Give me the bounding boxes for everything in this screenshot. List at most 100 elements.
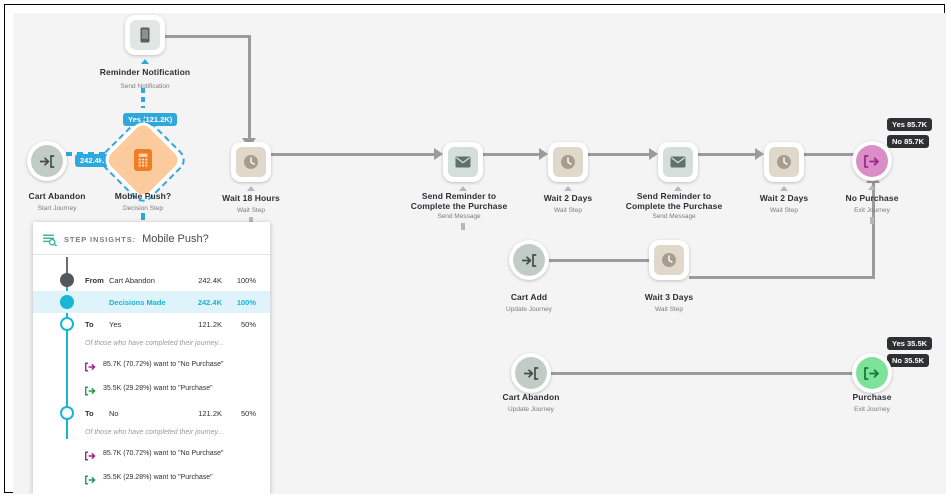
label-wait-18-hours: Wait 18 Hours <box>222 193 280 203</box>
insights-row-to-no[interactable]: To No 121.2K 50% <box>33 402 270 424</box>
badge-decision-yes: Yes (121.2K) <box>123 113 178 126</box>
wait-2-days-2-node-box[interactable] <box>764 142 804 182</box>
marker-decision-bottom <box>141 213 145 220</box>
wait-3-days-node-box[interactable] <box>649 240 689 280</box>
step-insights-header: STEP INSIGHTS: Mobile Push? <box>33 222 270 255</box>
journey-canvas[interactable]: Reminder Notification Send Notification … <box>13 13 946 494</box>
no-purchase-exit-node-box[interactable] <box>852 141 892 181</box>
insights-row-to-yes-key: To <box>85 319 94 329</box>
sublabel-cart-add-update: Update Journey <box>506 306 552 313</box>
label-send-reminder-1: Send Reminder to Complete the Purchase <box>410 191 508 211</box>
insights-row-to-no-value: No <box>109 408 119 418</box>
timeline-dot-to-no <box>60 406 74 420</box>
node-purchase-exit[interactable] <box>852 353 892 393</box>
wait-18-hours-node-box[interactable] <box>231 142 271 182</box>
clock-icon <box>236 147 266 177</box>
send-reminder-2-node-box[interactable] <box>658 142 698 182</box>
sublabel-no-purchase-exit: Exit Journey <box>854 207 890 214</box>
edge-decision-yes-down <box>141 88 145 108</box>
send-reminder-1-node-box[interactable] <box>443 142 483 182</box>
label-cart-abandon-start: Cart Abandon <box>28 191 86 201</box>
step-insights-step-name: Mobile Push? <box>142 233 209 245</box>
edge-wait3-right <box>689 276 875 279</box>
insights-row-decisions-value: Decisions Made <box>109 297 166 307</box>
node-cart-abandon-update[interactable] <box>511 353 551 393</box>
marker-reminder-notification <box>141 59 149 64</box>
exit-journey-icon-green <box>84 383 96 396</box>
insights-branch-no-purchase: 35.5K (29.28%) want to "Purchase" <box>33 465 270 489</box>
timeline-dot-to-yes <box>60 317 74 331</box>
exit-journey-glyph-green <box>84 385 96 396</box>
clock-glyph <box>561 155 575 169</box>
cart-abandon-update-node-box[interactable] <box>511 353 551 393</box>
exit-journey-glyph <box>864 366 879 380</box>
sublabel-send-reminder-2: Send Message <box>652 213 696 220</box>
timeline-segment-top <box>66 257 68 279</box>
envelope-icon <box>663 147 693 177</box>
insights-row-to-yes-value: Yes <box>109 319 122 329</box>
node-wait-2-days-2[interactable] <box>764 142 804 182</box>
node-wait-3-days[interactable] <box>649 240 689 280</box>
sublabel-purchase-exit: Exit Journey <box>854 406 890 413</box>
timeline-dot-decisions-made <box>60 295 74 309</box>
exit-journey-glyph-green <box>84 474 96 485</box>
node-wait-2-days-1[interactable] <box>548 142 588 182</box>
node-cart-add-update[interactable] <box>509 240 549 280</box>
marker-wait-2-days-1 <box>564 186 572 191</box>
label-no-purchase-exit: No Purchase <box>845 193 899 203</box>
insights-branch-no-no-purchase: 85.7K (70.72%) want to "No Purchase" <box>33 441 270 465</box>
insights-row-to-no-key: To <box>85 408 94 418</box>
edge-corner-to-wait18 <box>248 35 251 140</box>
insights-row-to-yes-percent: 50% <box>240 319 256 329</box>
cart-add-update-node-box[interactable] <box>509 240 549 280</box>
calculator-glyph <box>138 153 148 167</box>
timeline-dot-from <box>60 273 74 287</box>
insights-row-from-key: From <box>85 275 104 285</box>
enter-journey-icon <box>515 357 547 389</box>
node-reminder-notification[interactable] <box>125 15 165 55</box>
exit-journey-icon <box>856 357 888 389</box>
wait-2-days-1-node-box[interactable] <box>548 142 588 182</box>
edge-wait3-up-to-nopurchase <box>872 183 875 279</box>
insights-row-decisions-made[interactable]: Decisions Made 242.4K 100% <box>33 291 270 313</box>
sublabel-wait-18-hours: Wait Step <box>237 207 265 214</box>
label-mobile-push-decision: Mobile Push? <box>114 191 172 201</box>
node-send-reminder-2[interactable] <box>658 142 698 182</box>
sublabel-reminder-notification: Send Notification <box>120 83 170 90</box>
insights-search-icon <box>42 233 58 247</box>
purchase-exit-node-box[interactable] <box>852 353 892 393</box>
node-send-reminder-1[interactable] <box>443 142 483 182</box>
decision-calculator-icon <box>134 149 152 171</box>
envelope-glyph <box>455 156 471 168</box>
insights-search-glyph <box>42 234 58 247</box>
marker-send-reminder-1 <box>459 186 467 191</box>
node-wait-18-hours[interactable] <box>231 142 271 182</box>
badge-no-purchase-no: No 85.7K <box>887 135 930 148</box>
step-insights-rows: From Cart Abandon 242.4K 100% Decisions … <box>33 255 270 489</box>
arrow-into-reminder2 <box>649 148 658 160</box>
sublabel-wait-2-days-2: Wait Step <box>770 207 798 214</box>
clock-icon <box>769 147 799 177</box>
label-purchase-exit: Purchase <box>852 392 892 402</box>
cart-abandon-start-node-box[interactable] <box>27 141 67 181</box>
enter-journey-glyph <box>521 253 536 267</box>
node-cart-abandon-start[interactable] <box>27 141 67 181</box>
insights-row-from-value: Cart Abandon <box>109 275 155 285</box>
insights-row-from[interactable]: From Cart Abandon 242.4K 100% <box>33 269 270 291</box>
clock-glyph <box>244 155 258 169</box>
badge-edge-count-decision: 242.4K <box>75 154 110 167</box>
edge-cartadd-to-wait3 <box>548 259 652 262</box>
reminder-notification-node-box[interactable] <box>125 15 165 55</box>
edge-reminder-to-corner <box>165 35 251 38</box>
insights-row-to-yes[interactable]: To Yes 121.2K 50% <box>33 313 270 335</box>
marker-send-reminder-2 <box>674 186 682 191</box>
step-insights-panel[interactable]: STEP INSIGHTS: Mobile Push? From Cart Ab… <box>33 222 270 494</box>
envelope-glyph <box>670 156 686 168</box>
sublabel-cart-abandon-update: Update Journey <box>508 406 554 413</box>
label-wait-2-days-1: Wait 2 Days <box>543 193 593 203</box>
node-no-purchase-exit[interactable] <box>852 141 892 181</box>
arrow-into-reminder1 <box>434 148 443 160</box>
enter-journey-glyph <box>523 366 538 380</box>
edge-reminder2-to-wait2b <box>697 153 757 156</box>
